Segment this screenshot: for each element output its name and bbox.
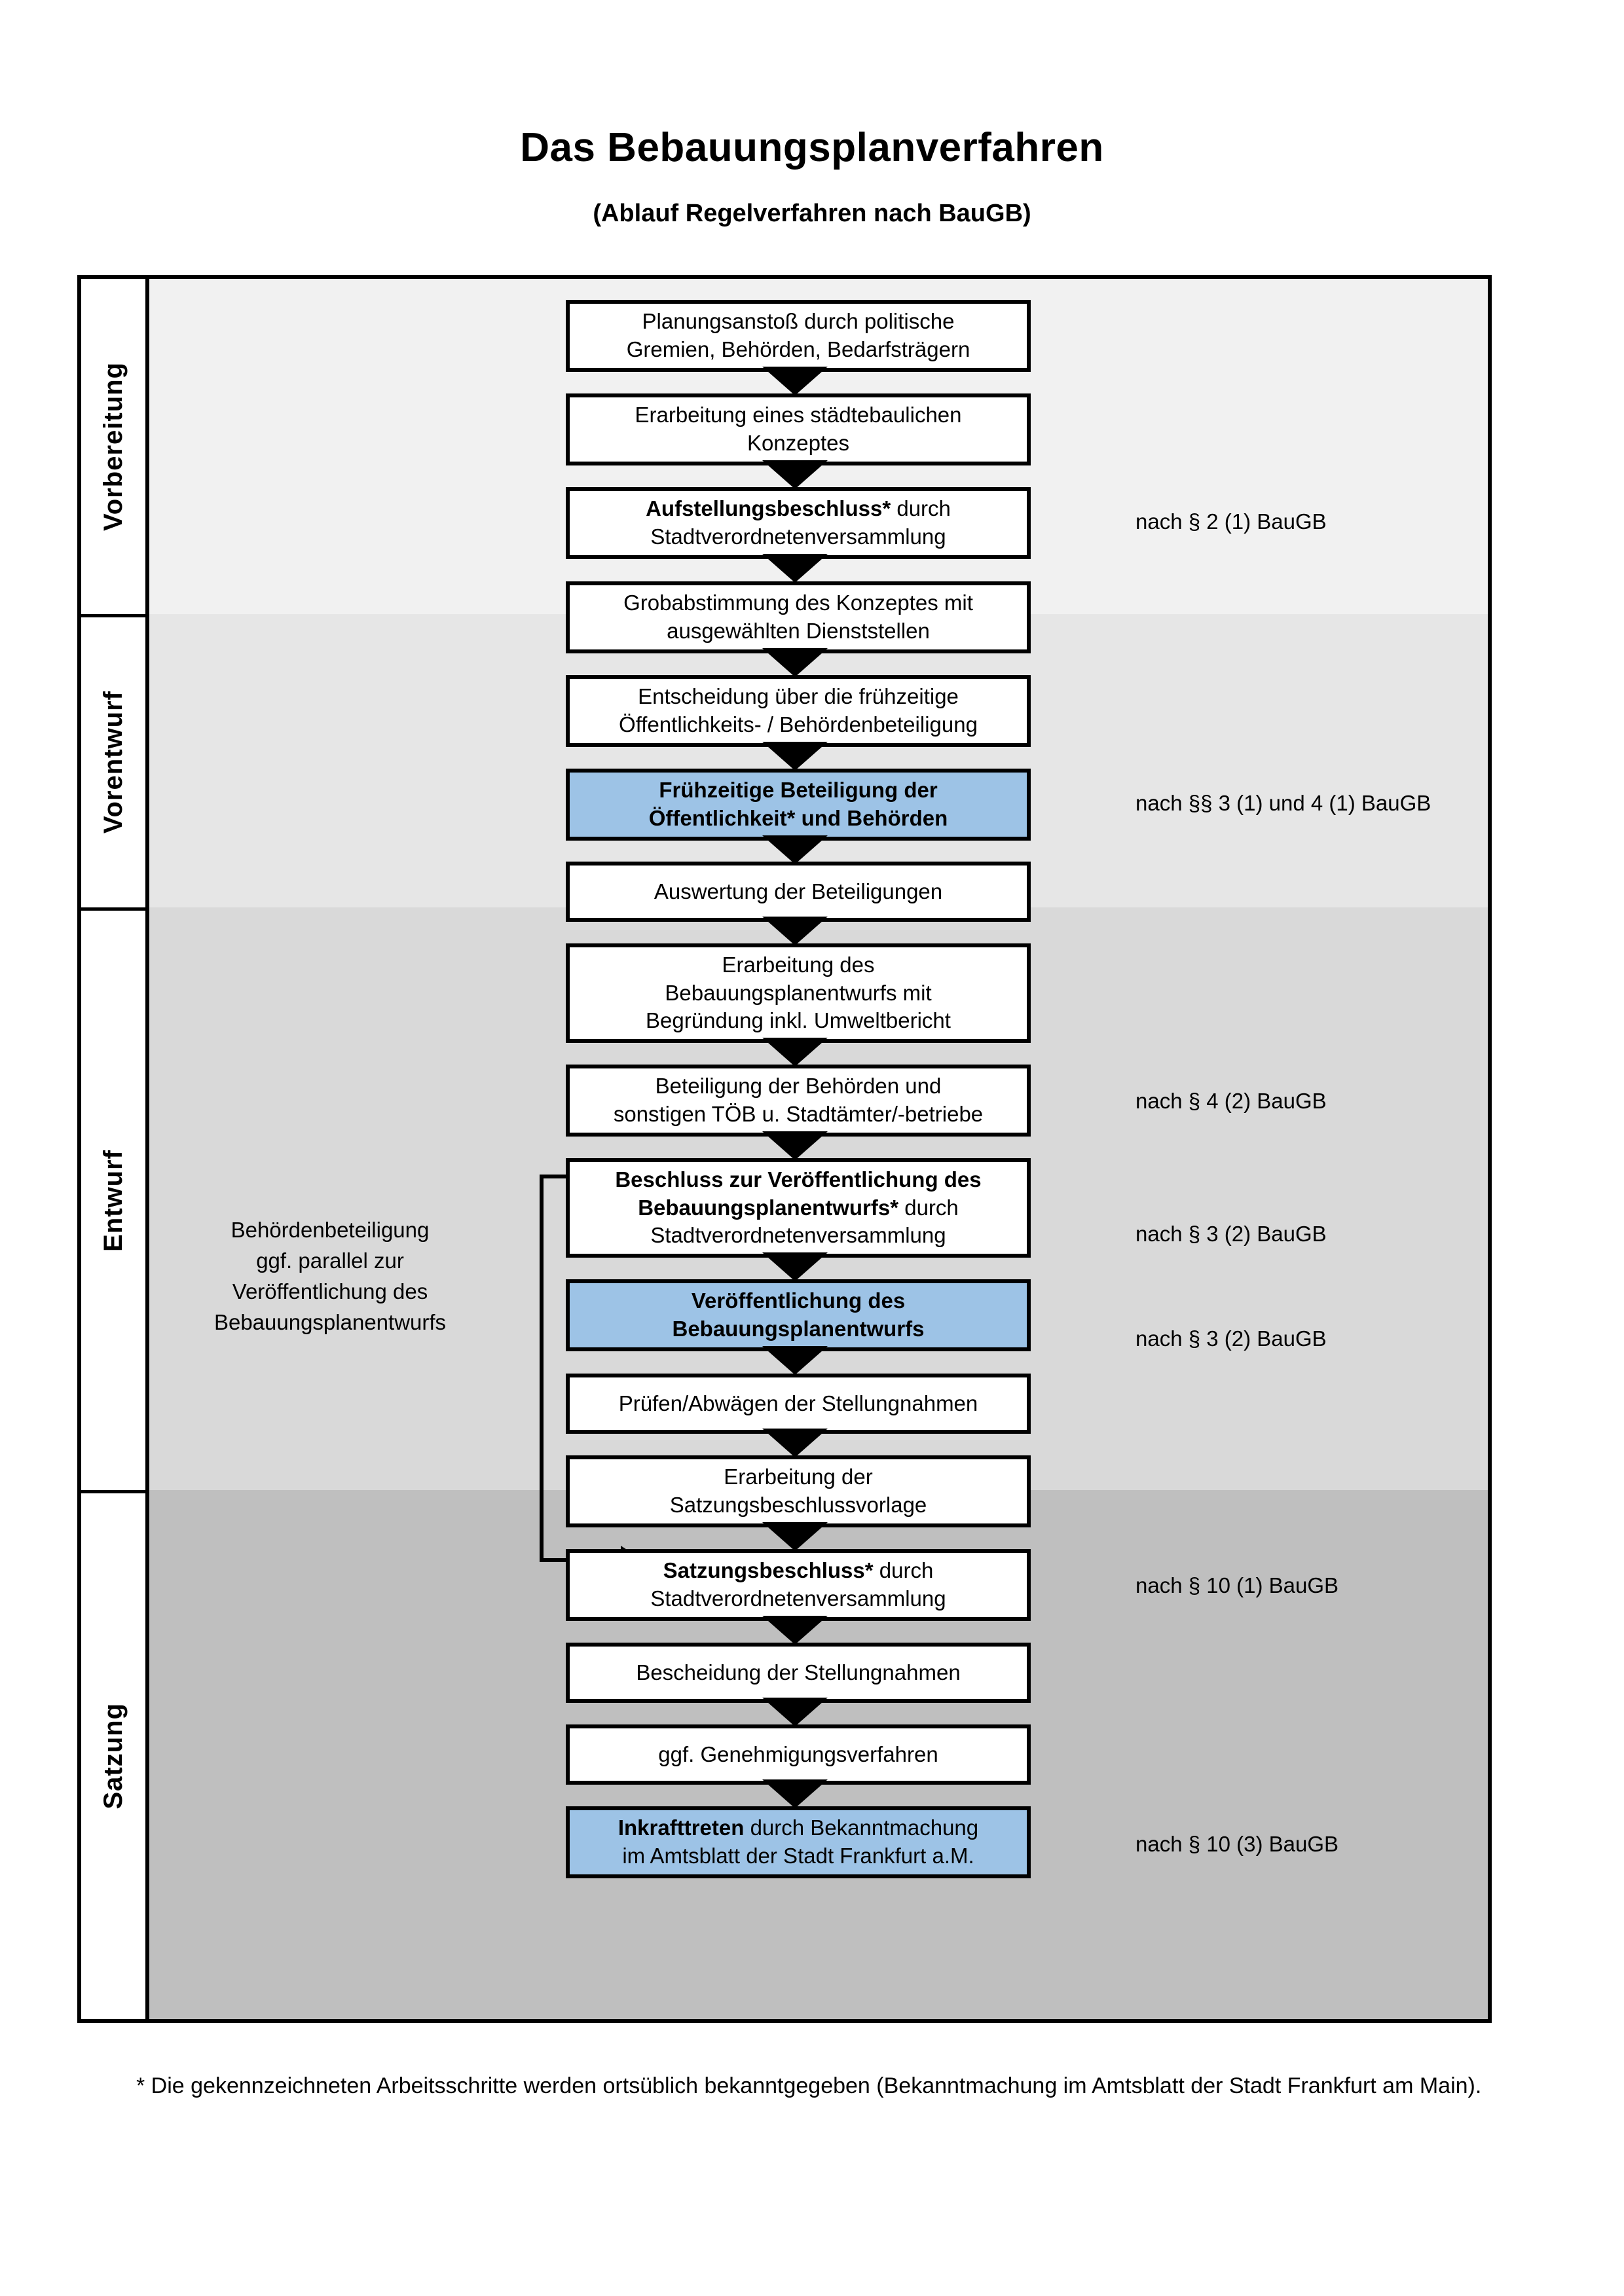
step-line: Konzeptes bbox=[747, 431, 849, 455]
step-box-satzungsbeschluss[interactable]: Satzungsbeschluss* durch Stadtverordnete… bbox=[566, 1549, 1031, 1621]
side-note-behoerdenbeteiligung: Behördenbeteiligung ggf. parallel zur Ve… bbox=[193, 1215, 468, 1338]
legal-ref-veroeffentlichung: nach § 3 (2) BauGB bbox=[1135, 1326, 1327, 1351]
step-box-genehmigungsverfahren[interactable]: ggf. Genehmigungsverfahren bbox=[566, 1724, 1031, 1785]
legal-ref-aufstellungsbeschluss: nach § 2 (1) BauGB bbox=[1135, 509, 1327, 534]
legal-ref-satzungsbeschluss: nach § 10 (1) BauGB bbox=[1135, 1573, 1339, 1597]
side-note-line: Bebauungsplanentwurfs bbox=[213, 1309, 447, 1334]
step-box-beschluss-veroeffentlichung[interactable]: Beschluss zur Veröffentlichung des Bebau… bbox=[566, 1158, 1031, 1258]
step-box-grobabstimmung[interactable]: Grobabstimmung des Konzeptes mit ausgewä… bbox=[566, 581, 1031, 653]
step-line: Bescheidung der Stellungnahmen bbox=[636, 1660, 961, 1685]
side-note-line: ggf. parallel zur bbox=[256, 1248, 404, 1273]
phase-label-divider bbox=[145, 279, 149, 2019]
flow-arrow-icon bbox=[762, 1522, 828, 1551]
flow-arrow-icon bbox=[762, 1616, 828, 1645]
phase-label-vorentwurf: Vorentwurf bbox=[81, 617, 145, 907]
step-line: ausgewählten Dienststellen bbox=[667, 619, 930, 643]
step-line: ggf. Genehmigungsverfahren bbox=[658, 1741, 938, 1766]
page-title: Das Bebauungsplanverfahren bbox=[520, 125, 1104, 170]
step-box-beteiligung-behoerden[interactable]: Beteiligung der Behörden und sonstigen T… bbox=[566, 1065, 1031, 1137]
step-line-suffix: durch Bekanntmachung bbox=[744, 1815, 979, 1840]
step-line: Prüfen/Abwägen der Stellungnahmen bbox=[618, 1391, 978, 1415]
step-line: Öffentlichkeit* und Behörden bbox=[648, 806, 948, 830]
flow-arrow-icon bbox=[762, 1429, 828, 1457]
flow-arrow-icon bbox=[762, 917, 828, 945]
legal-ref-fruehzeitige: nach §§ 3 (1) und 4 (1) BauGB bbox=[1135, 791, 1431, 815]
phase-separator-1 bbox=[81, 614, 145, 617]
step-line: Satzungsbeschluss* bbox=[663, 1558, 874, 1583]
step-line-suffix: durch bbox=[891, 496, 951, 521]
step-box-fruehzeitige-beteiligung[interactable]: Frühzeitige Beteiligung der Öffentlichke… bbox=[566, 769, 1031, 841]
flow-arrow-icon bbox=[762, 1779, 828, 1808]
footnote: * Die gekennzeichneten Arbeitsschritte w… bbox=[136, 2073, 1482, 2098]
step-line: Beschluss zur Veröffentlichung des bbox=[615, 1167, 982, 1192]
phase-label-text: Vorbereitung bbox=[98, 362, 128, 531]
step-line: Grobabstimmung des Konzeptes mit bbox=[623, 591, 973, 615]
flow-arrow-icon bbox=[762, 554, 828, 583]
phase-label-text: Satzung bbox=[98, 1703, 128, 1810]
step-line: Frühzeitige Beteiligung der bbox=[659, 778, 938, 803]
phase-label-text: Vorentwurf bbox=[98, 691, 128, 834]
flow-arrow-icon bbox=[762, 1131, 828, 1160]
flow-arrow-icon bbox=[762, 1252, 828, 1281]
flow-arrow-icon bbox=[762, 648, 828, 677]
step-box-aufstellungsbeschluss[interactable]: Aufstellungsbeschluss* durch Stadtverord… bbox=[566, 487, 1031, 559]
flow-arrow-icon bbox=[762, 835, 828, 864]
phase-label-vorbereitung: Vorbereitung bbox=[81, 279, 145, 614]
step-box-pruefen-abwaegen[interactable]: Prüfen/Abwägen der Stellungnahmen bbox=[566, 1374, 1031, 1434]
step-line: Stadtverordnetenversammlung bbox=[650, 1586, 946, 1611]
step-line: Satzungsbeschlussvorlage bbox=[669, 1493, 927, 1517]
step-line: Beteiligung der Behörden und bbox=[655, 1074, 942, 1099]
flow-arrow-icon bbox=[762, 460, 828, 489]
step-line: Stadtverordnetenversammlung bbox=[650, 524, 946, 549]
step-line: Bebauungsplanentwurfs bbox=[672, 1317, 925, 1341]
step-box-satzungsvorlage[interactable]: Erarbeitung der Satzungsbeschlussvorlage bbox=[566, 1455, 1031, 1527]
flowchart-diagram: Vorbereitung Vorentwurf Entwurf Satzung … bbox=[77, 275, 1492, 2023]
step-line: Begründung inkl. Umweltbericht bbox=[646, 1008, 951, 1033]
phase-separator-3 bbox=[81, 1490, 145, 1493]
step-box-auswertung[interactable]: Auswertung der Beteiligungen bbox=[566, 862, 1031, 922]
flow-arrow-icon bbox=[762, 1038, 828, 1066]
step-line: Bebauungsplanentwurfs* bbox=[638, 1195, 899, 1220]
flow-arrow-icon bbox=[762, 1346, 828, 1375]
phase-label-text: Entwurf bbox=[98, 1149, 128, 1252]
step-line: Öffentlichkeits- / Behördenbeteiligung bbox=[619, 712, 978, 737]
flow-arrow-icon bbox=[762, 1698, 828, 1726]
step-box-konzept[interactable]: Erarbeitung eines städtebaulichen Konzep… bbox=[566, 393, 1031, 465]
step-line: Erarbeitung der bbox=[724, 1465, 873, 1489]
step-line: Gremien, Behörden, Bedarfsträgern bbox=[626, 337, 970, 361]
step-box-inkrafttreten[interactable]: Inkrafttreten durch Bekanntmachung im Am… bbox=[566, 1806, 1031, 1878]
step-line-suffix: durch bbox=[898, 1195, 959, 1220]
side-note-line: Veröffentlichung des bbox=[232, 1279, 428, 1303]
step-line: sonstigen TÖB u. Stadtämter/-betriebe bbox=[613, 1102, 984, 1126]
phase-label-entwurf: Entwurf bbox=[81, 911, 145, 1490]
legal-ref-behoerdenbeteiligung: nach § 4 (2) BauGB bbox=[1135, 1089, 1327, 1113]
side-note-line: Behördenbeteiligung bbox=[231, 1218, 430, 1242]
step-box-planungsanstoss[interactable]: Planungsanstoß durch politische Gremien,… bbox=[566, 300, 1031, 372]
phase-label-satzung: Satzung bbox=[81, 1493, 145, 2019]
step-line: Entscheidung über die frühzeitige bbox=[638, 684, 959, 709]
step-line: Inkrafttreten bbox=[618, 1815, 745, 1840]
phase-separator-2 bbox=[81, 907, 145, 911]
page-subtitle: (Ablauf Regelverfahren nach BauGB) bbox=[593, 200, 1031, 227]
step-box-erarbeitung-entwurf[interactable]: Erarbeitung des Bebauungsplanentwurfs mi… bbox=[566, 943, 1031, 1043]
step-line: Aufstellungsbeschluss* bbox=[646, 496, 891, 521]
connector-vertical-segment bbox=[540, 1175, 544, 1562]
step-line: Stadtverordnetenversammlung bbox=[650, 1223, 946, 1248]
step-line: Auswertung der Beteiligungen bbox=[654, 879, 943, 903]
step-line: Bebauungsplanentwurfs mit bbox=[665, 980, 932, 1005]
flow-arrow-icon bbox=[762, 742, 828, 771]
step-line: Erarbeitung eines städtebaulichen bbox=[635, 403, 962, 428]
step-line: Erarbeitung des bbox=[722, 952, 875, 977]
step-line: im Amtsblatt der Stadt Frankfurt a.M. bbox=[622, 1844, 974, 1868]
legal-ref-beschluss: nach § 3 (2) BauGB bbox=[1135, 1222, 1327, 1246]
step-line: Veröffentlichung des bbox=[691, 1288, 906, 1313]
legal-ref-inkrafttreten: nach § 10 (3) BauGB bbox=[1135, 1832, 1339, 1856]
step-line-suffix: durch bbox=[873, 1558, 934, 1583]
step-box-veroeffentlichung[interactable]: Veröffentlichung des Bebauungsplanentwur… bbox=[566, 1279, 1031, 1351]
step-box-bescheidung[interactable]: Bescheidung der Stellungnahmen bbox=[566, 1643, 1031, 1703]
step-line: Planungsanstoß durch politische bbox=[642, 309, 955, 334]
flow-arrow-icon bbox=[762, 367, 828, 395]
step-box-entscheidung[interactable]: Entscheidung über die frühzeitige Öffent… bbox=[566, 675, 1031, 747]
title-block: Das Bebauungsplanverfahren (Ablauf Regel… bbox=[0, 124, 1624, 228]
